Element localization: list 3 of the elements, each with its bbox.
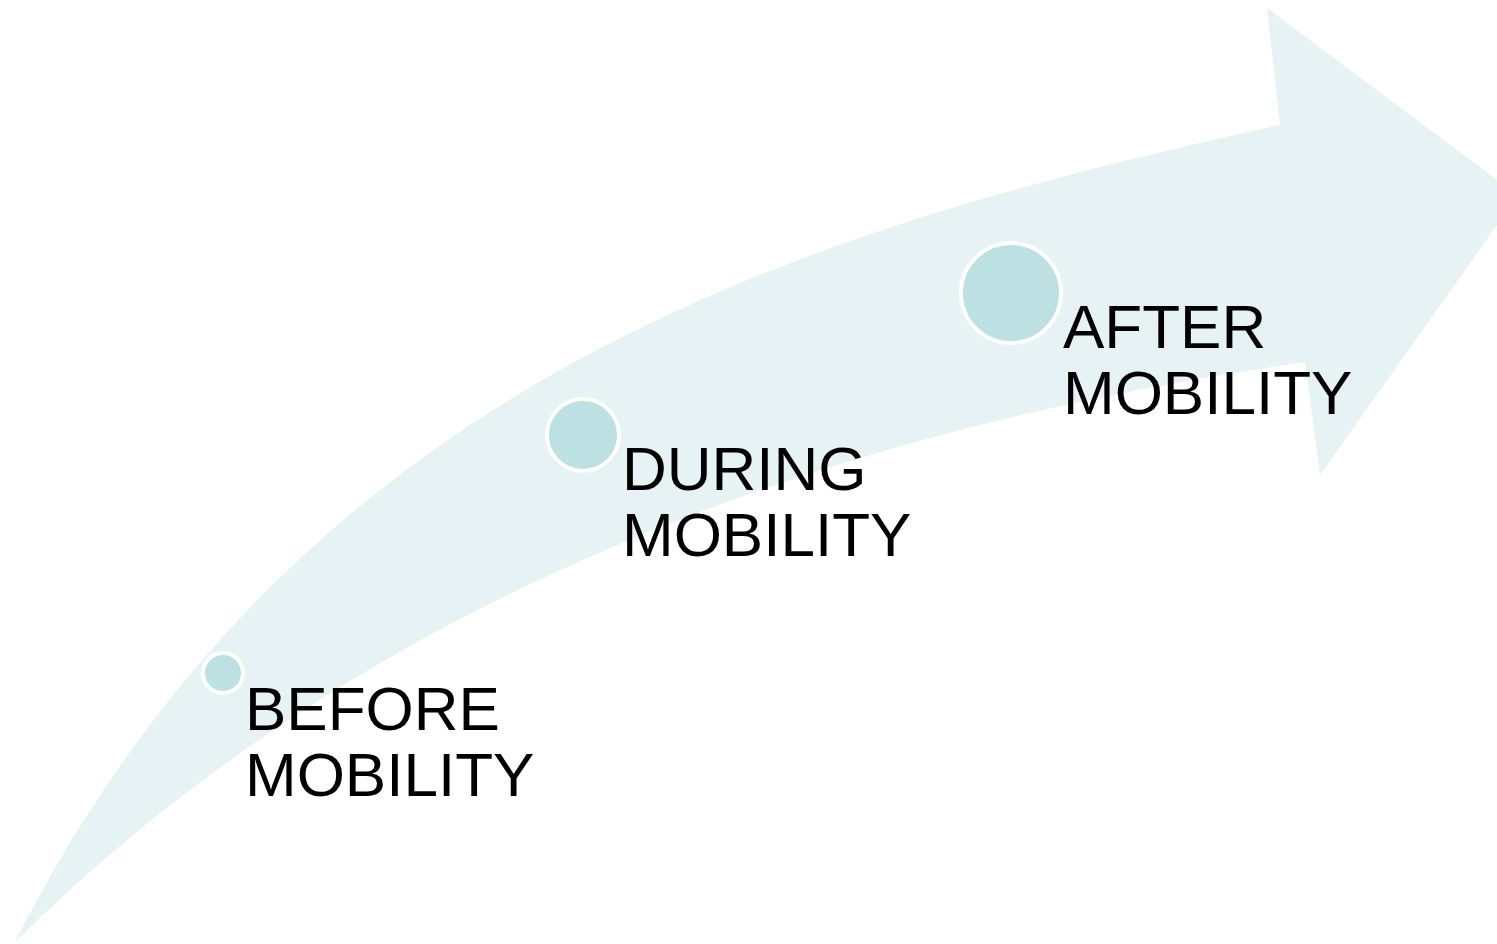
stage-label: DURING MOBILITY (622, 436, 913, 568)
stage-label: AFTER MOBILITY (1063, 294, 1354, 426)
stage-label: BEFORE MOBILITY (245, 676, 536, 808)
